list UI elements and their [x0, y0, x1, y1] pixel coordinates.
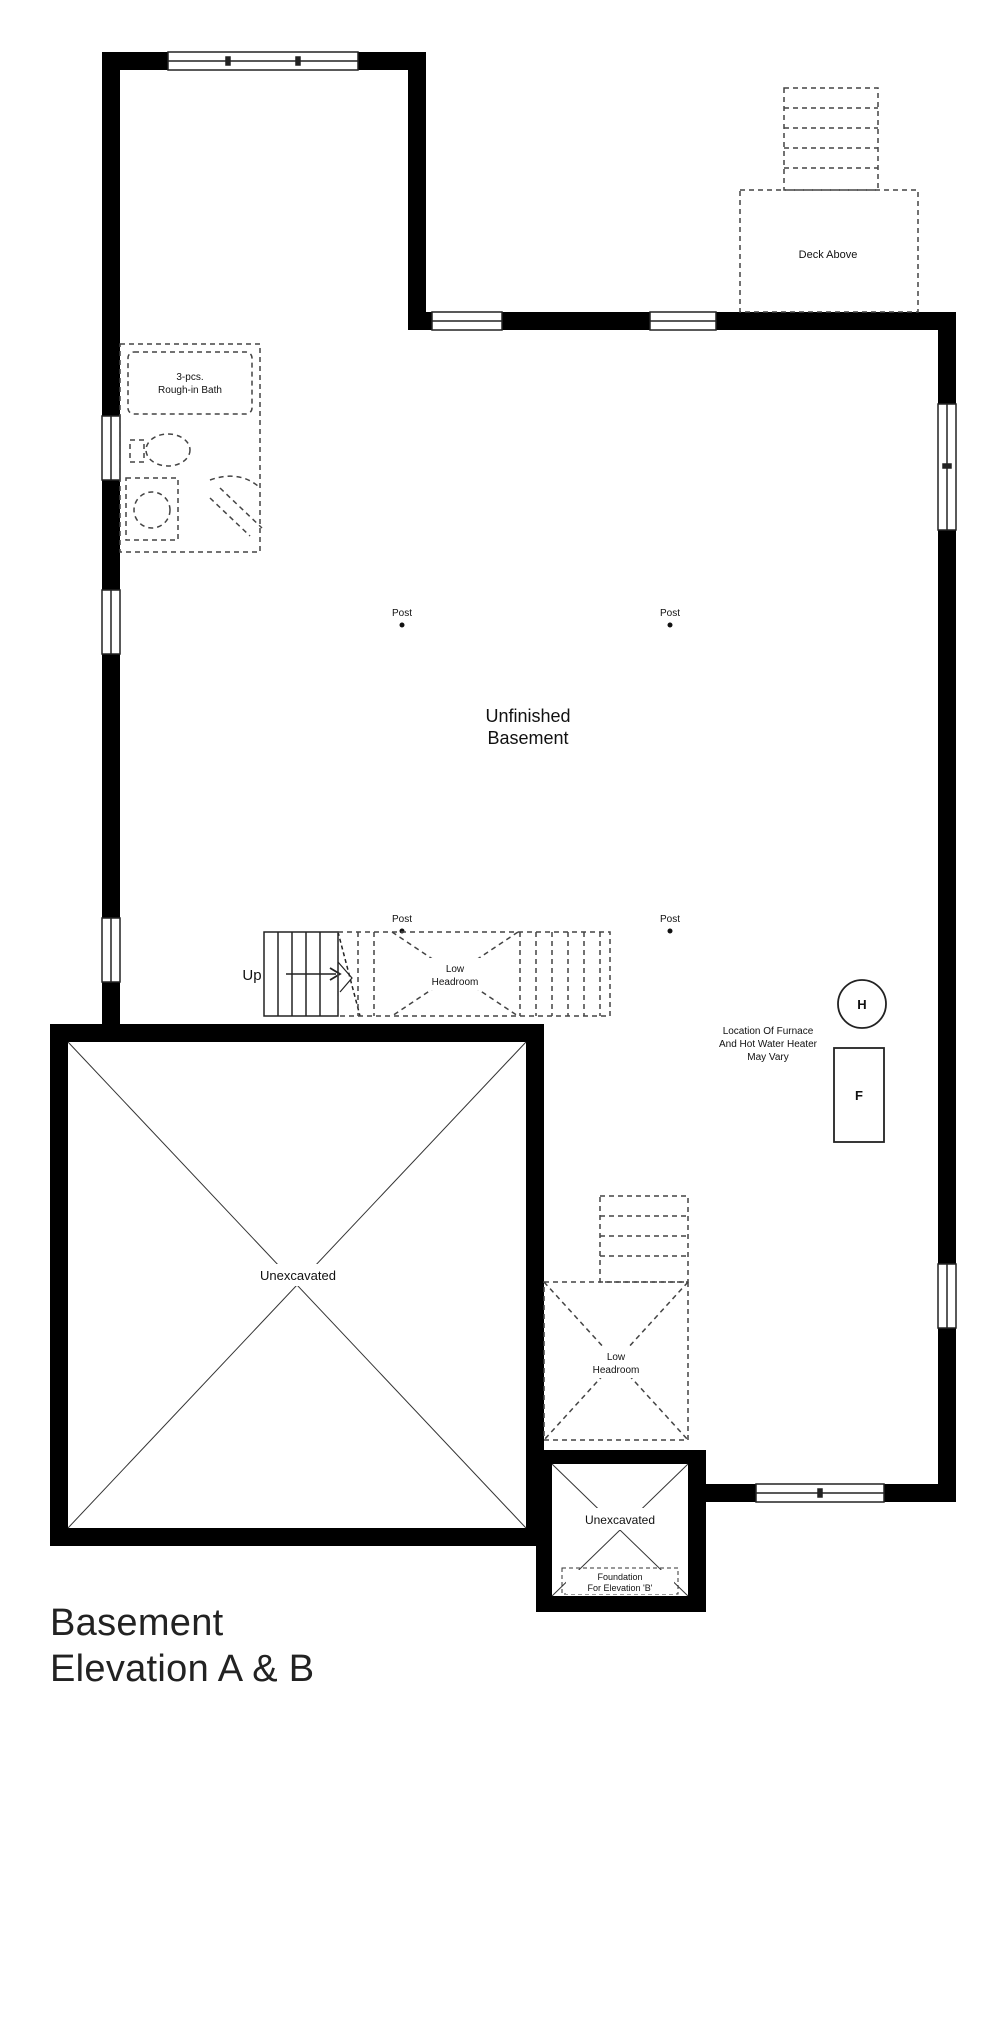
low-headroom-upper-line2: Headroom — [432, 977, 479, 988]
unexcavated-large-label: Unexcavated — [260, 1268, 336, 1283]
hot-water-heater — [837, 979, 887, 1029]
foundation-label-line2: For Elevation 'B' — [588, 1583, 653, 1593]
up-arrow-icon — [329, 967, 342, 981]
wall-small-box-right — [688, 1450, 706, 1612]
wall-garage-top — [50, 1024, 544, 1042]
low-headroom-lower — [543, 1195, 689, 1441]
bath-label-line2: Rough-in Bath — [158, 385, 222, 396]
deck-above — [739, 87, 919, 313]
up-label: Up — [242, 967, 261, 984]
wall-garage-right — [526, 1024, 544, 1546]
bath-label-line1: 3-pcs. — [176, 372, 203, 383]
windows — [101, 51, 957, 1503]
post-label: Post — [660, 914, 680, 925]
post-label: Post — [660, 608, 680, 619]
post-label: Post — [392, 914, 412, 925]
plan-title: Basement Elevation A & B — [50, 1600, 314, 1692]
post-marker — [667, 622, 673, 628]
furnace-note-line2: And Hot Water Heater — [719, 1039, 818, 1050]
main-room-label-line2: Basement — [487, 728, 568, 748]
unexcavated-small-label: Unexcavated — [585, 1513, 655, 1527]
post-marker — [399, 622, 405, 628]
foundation-label-line1: Foundation — [597, 1572, 642, 1582]
wall-notch-vertical — [408, 52, 426, 324]
deck-above-label: Deck Above — [799, 249, 858, 261]
wall-small-box-bottom — [536, 1596, 706, 1612]
low-headroom-lower-line1: Low — [607, 1352, 626, 1363]
low-headroom-upper-line1: Low — [446, 964, 465, 975]
wall-garage-left — [50, 1024, 68, 1546]
exterior-walls — [50, 52, 956, 1612]
post-marker — [667, 928, 673, 934]
plan-title-line2: Elevation A & B — [50, 1648, 315, 1690]
heater-symbol: H — [857, 997, 866, 1012]
plan-title-line1: Basement — [50, 1602, 224, 1644]
low-headroom-lower-line2: Headroom — [593, 1365, 640, 1376]
furnace-symbol: F — [855, 1088, 863, 1103]
main-room-label-line1: Unfinished — [485, 706, 570, 726]
post-label: Post — [392, 608, 412, 619]
wall-left-upper — [102, 52, 120, 1024]
furnace — [833, 1047, 885, 1143]
furnace-note-line1: Location Of Furnace — [723, 1026, 814, 1037]
wall-small-box-top — [536, 1450, 706, 1464]
staircase — [263, 931, 361, 1017]
furnace-note-line3: May Vary — [747, 1052, 789, 1063]
rough-in-bath — [119, 343, 263, 553]
wall-garage-bottom — [50, 1528, 536, 1546]
wall-right — [938, 312, 956, 1502]
posts: Post Post Post Post — [392, 608, 680, 934]
